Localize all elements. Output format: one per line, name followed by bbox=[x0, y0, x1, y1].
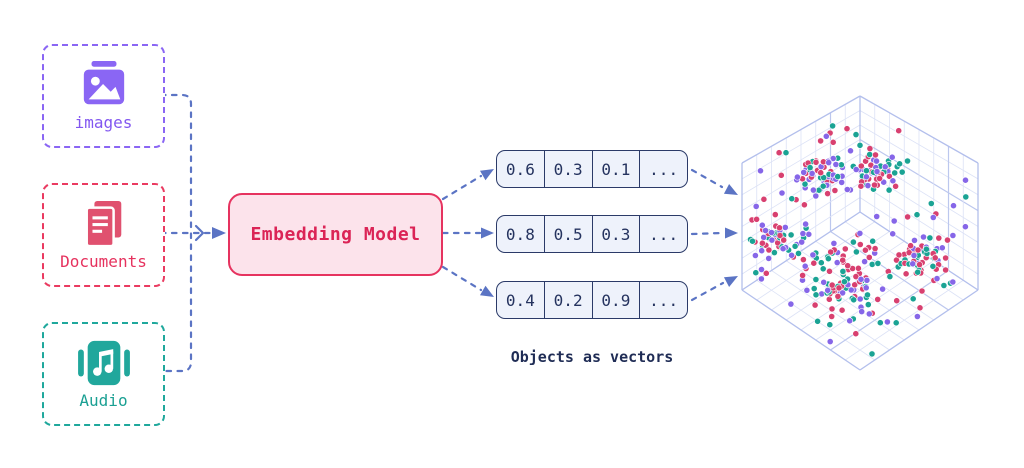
vector-cell-ellipsis: ... bbox=[649, 290, 679, 310]
vector-row-1: 0.6 0.3 0.1 ... bbox=[496, 150, 688, 188]
documents-icon bbox=[84, 200, 121, 248]
source-label-images: images bbox=[74, 113, 133, 132]
source-box-documents: Documents bbox=[42, 183, 165, 287]
source-box-images: images bbox=[42, 44, 165, 148]
vector-cell: 0.2 bbox=[545, 282, 593, 318]
vectors-caption: Objects as vectors bbox=[510, 348, 674, 366]
embedding-model-box: Embedding Model bbox=[228, 193, 443, 276]
source-label-documents: Documents bbox=[60, 252, 147, 271]
vector-row-3: 0.4 0.2 0.9 ... bbox=[496, 281, 688, 319]
vector-cell: 0.8 bbox=[497, 216, 545, 252]
vector-cell-ellipsis: ... bbox=[649, 159, 679, 179]
vector-cell: 0.3 bbox=[545, 151, 593, 187]
source-label-audio: Audio bbox=[79, 391, 128, 410]
vector-cell: 0.6 bbox=[497, 151, 545, 187]
image-icon bbox=[83, 61, 124, 105]
vector-cell: 0.9 bbox=[593, 282, 641, 318]
vector-row-2: 0.8 0.5 0.3 ... bbox=[496, 215, 688, 253]
vector-cell: 0.4 bbox=[497, 282, 545, 318]
audio-icon bbox=[77, 340, 130, 386]
source-box-audio: Audio bbox=[42, 322, 165, 426]
vector-cell-ellipsis: ... bbox=[649, 224, 679, 244]
vector-cell: 0.5 bbox=[545, 216, 593, 252]
vector-cell: 0.1 bbox=[593, 151, 641, 187]
vector-cell: 0.3 bbox=[593, 216, 641, 252]
embedding-model-label: Embedding Model bbox=[250, 224, 421, 245]
